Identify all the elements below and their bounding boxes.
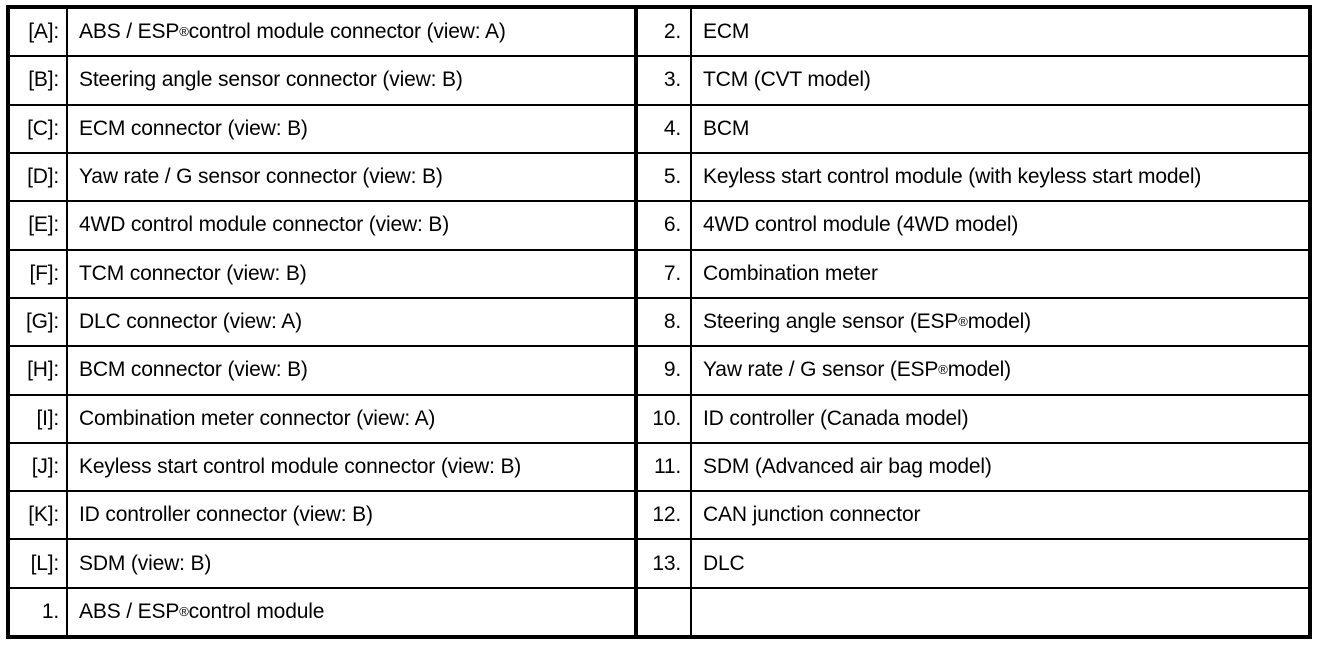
legend-description-cell: DLC connector (view: A) (79, 310, 302, 334)
legend-left-half: [J]: Keyless start control module connect… (10, 443, 634, 491)
legend-description-cell: 4WD control module connector (view: B) (79, 213, 450, 237)
legend-right-half: 13. DLC (634, 540, 1308, 587)
legend-right-half: 7. Combination meter (634, 250, 1308, 297)
legend-key-cell: [I]: (10, 395, 68, 442)
legend-description-cell: ID controller (Canada model) (703, 406, 969, 430)
legend-right-half: 8. Steering angle sensor (ESP® model) (634, 298, 1308, 346)
legend-description-cell: DLC (703, 551, 745, 575)
legend-left-half: [I]: Combination meter connector (view: A… (10, 395, 634, 442)
legend-left-half: [G]: DLC connector (view: A) (10, 298, 634, 346)
legend-key-cell: 3. (638, 57, 692, 104)
legend-key-cell: [H]: (10, 347, 68, 394)
legend-key-cell: 1. (10, 588, 68, 636)
legend-description-cell: BCM connector (view: B) (79, 358, 308, 382)
legend-description-cell: Steering angle sensor connector (view: B… (79, 68, 463, 92)
legend-right-half: 5. Keyless start control module (with key… (634, 153, 1308, 201)
legend-right-half: 11. SDM (Advanced air bag model) (634, 443, 1308, 491)
legend-right-half: 12. CAN junction connector (634, 492, 1308, 539)
legend-key-cell: 13. (638, 540, 692, 587)
component-legend-table: [A]: ABS / ESP® control module connector … (6, 5, 1312, 639)
legend-key-cell: [A]: (10, 9, 68, 56)
legend-left-half: 1. ABS / ESP® control module (10, 588, 634, 636)
table-row: [A]: ABS / ESP® control module connector … (10, 9, 1308, 58)
legend-description-cell: Steering angle sensor (ESP® model) (703, 310, 1031, 334)
legend-description-cell: SDM (Advanced air bag model) (703, 454, 992, 478)
legend-key-cell: [D]: (10, 153, 68, 201)
legend-left-half: [A]: ABS / ESP® control module connector … (10, 9, 634, 56)
legend-description-cell: ABS / ESP® control module connector (vie… (79, 20, 506, 44)
legend-key-cell: 10. (638, 395, 692, 442)
table-row: [E]: 4WD control module connector (view: … (10, 202, 1308, 251)
legend-key-cell: [E]: (10, 202, 68, 249)
legend-description-cell (692, 589, 1308, 635)
table-row: [F]: TCM connector (view: B) 7. Combination… (10, 250, 1308, 299)
legend-right-half: 4. BCM (634, 105, 1308, 152)
table-row: [B]: Steering angle sensor connector (vie… (10, 57, 1308, 106)
legend-description-cell: Yaw rate / G sensor connector (view: B) (79, 165, 443, 189)
legend-description-cell: BCM (703, 116, 750, 140)
table-row: [K]: ID controller connector (view: B) 12.… (10, 492, 1308, 541)
legend-key-cell: [L]: (10, 540, 68, 587)
legend-key-cell: 12. (638, 492, 692, 539)
legend-description-cell: ECM connector (view: B) (79, 116, 308, 140)
legend-description-cell: ID controller connector (view: B) (79, 503, 373, 527)
legend-key-cell: 2. (638, 9, 692, 56)
legend-key-cell: [J]: (10, 443, 68, 491)
legend-key-cell (638, 588, 692, 636)
legend-key-cell: 7. (638, 250, 692, 297)
legend-left-half: [H]: BCM connector (view: B) (10, 347, 634, 394)
table-row: [C]: ECM connector (view: B) 4. BCM (10, 105, 1308, 154)
legend-right-half: 3. TCM (CVT model) (634, 57, 1308, 104)
legend-key-cell: [F]: (10, 250, 68, 297)
legend-left-half: [K]: ID controller connector (view: B) (10, 492, 634, 539)
table-row: [G]: DLC connector (view: A) 8. Steering an… (10, 298, 1308, 348)
table-row: 1. ABS / ESP® control module (10, 588, 1308, 636)
legend-key-cell: [G]: (10, 298, 68, 346)
legend-description-cell: TCM connector (view: B) (79, 261, 307, 285)
legend-description-cell: Combination meter connector (view: A) (79, 406, 436, 430)
table-row: [L]: SDM (view: B) 13. DLC (10, 540, 1308, 589)
legend-key-cell: 11. (638, 443, 692, 491)
legend-key-cell: 4. (638, 105, 692, 152)
legend-left-half: [B]: Steering angle sensor connector (vie… (10, 57, 634, 104)
legend-key-cell: 9. (638, 347, 692, 394)
legend-description-cell: 4WD control module (4WD model) (703, 213, 1019, 237)
legend-key-cell: 5. (638, 153, 692, 201)
legend-description-cell: ECM (703, 20, 750, 44)
legend-right-half: 10. ID controller (Canada model) (634, 395, 1308, 442)
legend-key-cell: 8. (638, 298, 692, 346)
legend-description-cell: CAN junction connector (703, 503, 921, 527)
legend-left-half: [L]: SDM (view: B) (10, 540, 634, 587)
legend-left-half: [F]: TCM connector (view: B) (10, 250, 634, 297)
legend-description-cell: TCM (CVT model) (703, 68, 871, 92)
table-row: [H]: BCM connector (view: B) 9. Yaw rate / … (10, 347, 1308, 396)
legend-key-cell: [B]: (10, 57, 68, 104)
legend-description-cell: Keyless start control module connector (… (79, 454, 522, 478)
legend-right-half (634, 588, 1308, 636)
legend-key-cell: [K]: (10, 492, 68, 539)
legend-left-half: [D]: Yaw rate / G sensor connector (view:… (10, 153, 634, 201)
legend-left-half: [E]: 4WD control module connector (view: … (10, 202, 634, 249)
legend-right-half: 2. ECM (634, 9, 1308, 56)
legend-right-half: 9. Yaw rate / G sensor (ESP® model) (634, 347, 1308, 394)
legend-description-cell: Yaw rate / G sensor (ESP® model) (703, 358, 1012, 382)
legend-description-cell: Keyless start control module (with keyle… (703, 165, 1202, 189)
legend-left-half: [C]: ECM connector (view: B) (10, 105, 634, 152)
legend-description-cell: ABS / ESP® control module (79, 599, 325, 623)
legend-right-half: 6. 4WD control module (4WD model) (634, 202, 1308, 249)
legend-key-cell: 6. (638, 202, 692, 249)
table-row: [D]: Yaw rate / G sensor connector (view:… (10, 153, 1308, 203)
table-row: [J]: Keyless start control module connect… (10, 443, 1308, 493)
legend-key-cell: [C]: (10, 105, 68, 152)
legend-description-cell: Combination meter (703, 261, 878, 285)
legend-description-cell: SDM (view: B) (79, 551, 212, 575)
table-row: [I]: Combination meter connector (view: A… (10, 395, 1308, 444)
